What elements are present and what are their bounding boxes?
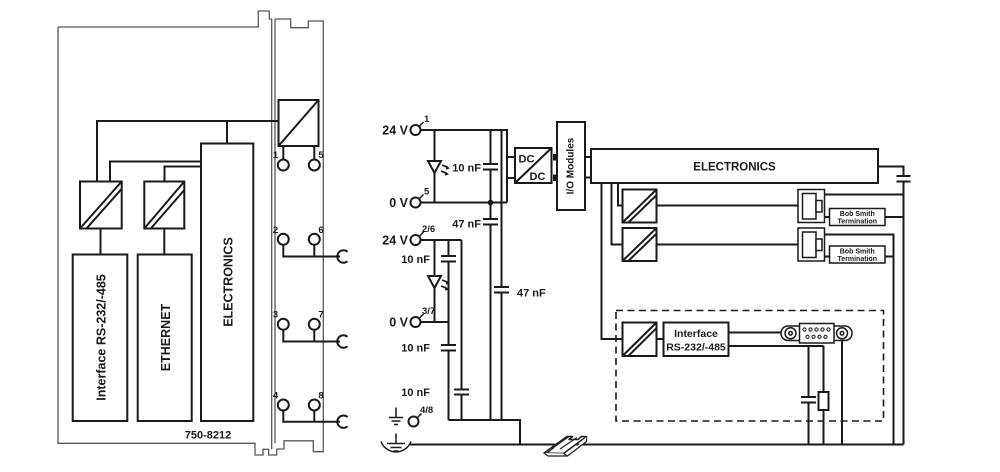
bob-smith-1-line2: Termination (838, 219, 878, 226)
isolation-symbol-eth2 (621, 227, 658, 262)
io-modules-box: I/O Modules (556, 121, 591, 211)
din-rail-icon (543, 435, 588, 457)
terminal-1 (276, 158, 290, 172)
label-24v-bottom: 24 V (382, 234, 408, 248)
module-interface-label: Interface RS-232/-485 (95, 274, 109, 401)
terminal-7-label: 7 (318, 310, 323, 321)
module-internal-wires (96, 120, 316, 255)
serial-interface-box: Interface RS-232/-485 (662, 321, 730, 357)
terminal-6-label: 6 (318, 225, 323, 236)
terminal-4 (276, 398, 290, 412)
serial-dashed-enclosure (615, 309, 885, 422)
bob-smith-box-1: Bob Smith Termination (828, 207, 886, 227)
label-10nf-2: 10 nF (401, 254, 430, 266)
label-pin-1: 1 (424, 114, 430, 125)
bob-smith-box-2: Bob Smith Termination (828, 245, 886, 264)
isolation-symbol-eth1 (621, 188, 658, 224)
terminal-5-label: 5 (318, 150, 324, 161)
capacitor-10nf-2 (441, 255, 456, 263)
capacitor-shield-top (896, 175, 911, 183)
label-pin-48: 4/8 (420, 405, 433, 416)
supply-top-section: 24 V 1 0 V 5 10 nF 47 nF 47 nF (382, 114, 546, 420)
label-10nf-3: 10 nF (401, 343, 430, 355)
module-isolation-symbol-ethernet (143, 180, 186, 230)
resistor-serial (817, 391, 830, 411)
bob-smith-2-line2: Termination (838, 256, 878, 263)
capacitor-10nf-4 (454, 388, 469, 396)
junction-dot (487, 199, 494, 206)
terminal-5 (307, 158, 321, 172)
clamp-contact-icon (336, 249, 349, 264)
io-modules-label: I/O Modules (566, 137, 577, 194)
label-pin-37: 3/7 (422, 306, 435, 317)
pin-24v-top (409, 124, 422, 136)
led-indicator-top (426, 160, 450, 176)
db9-pins (802, 327, 831, 339)
terminal-3-label: 3 (273, 310, 278, 321)
capacitor-serial (801, 396, 816, 404)
pin-earth (407, 415, 420, 428)
label-10nf-1: 10 nF (452, 163, 481, 175)
label-0v-top: 0 V (389, 196, 408, 210)
label-47nf-2: 47 nF (517, 288, 546, 300)
label-0v-bottom: 0 V (389, 316, 408, 330)
terminal-8-label: 8 (318, 391, 323, 402)
capacitor-10nf-3 (441, 344, 456, 352)
terminal-3 (276, 317, 290, 331)
serial-interface-line2: RS-232/-485 (666, 342, 726, 354)
pin-24v-bottom (409, 234, 422, 246)
rj45-jack-1 (797, 188, 826, 224)
capacitor-10nf-top (483, 163, 498, 171)
bob-smith-2-line1: Bob Smith (840, 249, 875, 256)
electronics-bar: ELECTRONICS (590, 148, 879, 184)
label-pin-26: 2/6 (422, 224, 435, 235)
led-indicator-bottom (426, 275, 450, 291)
terminal-4-label: 4 (273, 391, 279, 402)
chassis-earth-symbol (380, 433, 412, 453)
label-47nf-1: 47 nF (452, 219, 481, 231)
isolation-symbol-serial (621, 321, 658, 357)
module-jumper-contacts (282, 244, 349, 429)
module-ethernet-block: ETHERNET (136, 253, 193, 422)
bob-smith-1-line1: Bob Smith (840, 211, 875, 218)
clamp-contact-icon (336, 334, 349, 349)
module-power-contact-box (277, 99, 320, 147)
module-housing-outline (57, 10, 324, 456)
db9-connector (780, 322, 853, 344)
dc-label-top: DC (519, 154, 535, 166)
capacitor-47nf-top (483, 218, 498, 226)
label-24v-top: 24 V (382, 124, 408, 138)
terminal-1-label: 1 (273, 150, 279, 161)
module-interface-block: Interface RS-232/-485 (71, 253, 129, 422)
capacitor-47nf-mid (494, 286, 509, 294)
label-pin-5: 5 (424, 187, 430, 198)
clamp-contact-icon (336, 414, 349, 429)
supply-bottom-section: 24 V 2/6 0 V 3/7 4/8 10 nF 10 nF 10 nF (382, 224, 521, 445)
module-terminals: 1 5 2 6 3 7 4 8 (273, 150, 324, 412)
electronics-bar-label: ELECTRONICS (693, 162, 776, 174)
pin-0v-bottom (409, 316, 422, 328)
module-part-number: 750-8212 (185, 430, 232, 442)
rj45-jack-2 (797, 227, 826, 262)
module-electronics-label: ELECTRONICS (222, 237, 236, 327)
terminal-2-label: 2 (273, 225, 278, 236)
dc-label-bottom: DC (530, 171, 546, 183)
module-isolation-symbol-interface (79, 180, 123, 230)
earth-symbol (389, 407, 403, 426)
label-10nf-4: 10 nF (401, 387, 430, 399)
serial-interface-line1: Interface (674, 328, 718, 340)
serial-wires (656, 331, 843, 445)
module-electronics-block: ELECTRONICS (200, 142, 255, 422)
terminal-2 (276, 232, 290, 246)
pin-0v-top (409, 196, 422, 209)
module-ethernet-label: ETHERNET (159, 303, 173, 371)
